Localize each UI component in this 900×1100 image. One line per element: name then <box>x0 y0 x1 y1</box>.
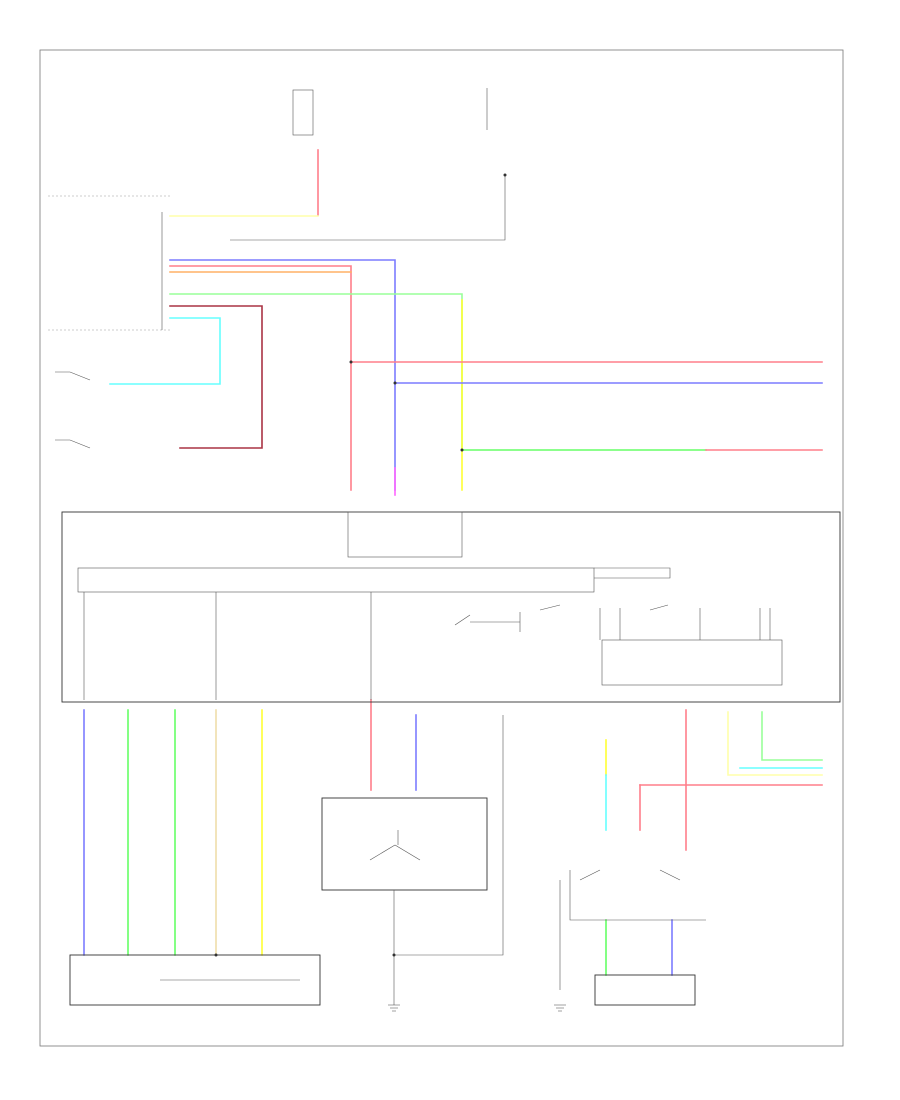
wire-lower-lime <box>761 711 823 761</box>
module-box <box>61 511 841 703</box>
left-switch-contacts <box>55 371 91 449</box>
wire-lower-yellow-2 <box>727 711 823 776</box>
dot <box>392 953 396 957</box>
diagram-frame <box>39 49 844 1047</box>
dot <box>503 173 507 177</box>
black-wires <box>48 175 841 1006</box>
ground-symbols <box>388 1004 566 1012</box>
wire-cyan <box>109 317 221 385</box>
module-bus-rect <box>77 567 595 593</box>
dot <box>349 360 353 364</box>
junction-dots <box>214 173 507 957</box>
fuse-box-top <box>292 89 314 136</box>
combo-switch-contacts <box>369 830 421 861</box>
wire-group <box>83 149 823 976</box>
right-motor-box <box>594 974 696 1006</box>
combination-switch-box <box>321 797 488 891</box>
dot <box>393 381 397 385</box>
module-inner-top <box>347 511 463 558</box>
dot <box>460 448 464 452</box>
module-bus-line <box>594 567 671 579</box>
wire-red-main <box>169 265 352 491</box>
wire-combo-right <box>394 715 504 956</box>
dot <box>214 953 218 957</box>
right-switch-contacts <box>569 869 706 921</box>
ground-icon <box>388 1004 400 1012</box>
switch-left-contacts <box>539 604 621 640</box>
switch-sub-box <box>601 639 783 686</box>
switch-right-contacts <box>649 604 771 640</box>
module-dividers <box>83 592 372 700</box>
wire-blue-main <box>169 259 396 491</box>
wire-black-top-right <box>230 175 506 241</box>
switch-lamp-contacts <box>454 612 521 632</box>
wire-dark-red <box>169 305 263 449</box>
front-motor-box <box>69 954 321 1006</box>
ground-icon <box>554 1004 566 1012</box>
